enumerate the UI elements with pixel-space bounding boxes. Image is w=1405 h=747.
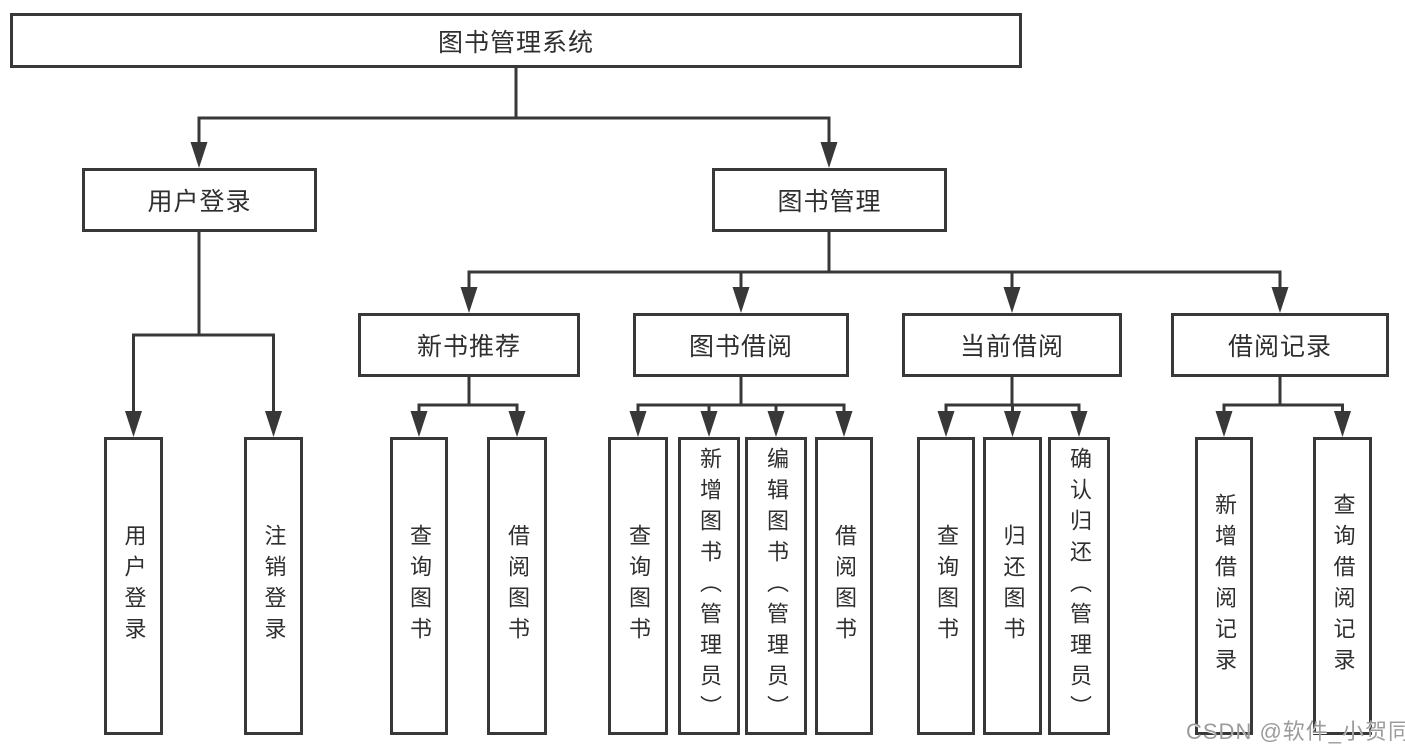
node-leaf-edit-book: 编辑图书（管理员） — [745, 437, 807, 735]
arrowhead-down-icon — [700, 411, 718, 437]
arrowhead-down-icon — [460, 287, 478, 313]
node-leaf-query-book-rec-label: 查询图书 — [407, 524, 432, 648]
node-leaf-query-book-current: 查询图书 — [917, 437, 975, 735]
node-user-login: 用户登录 — [82, 168, 317, 232]
node-leaf-user-login: 用户登录 — [104, 437, 163, 735]
arrowhead-down-icon — [1004, 411, 1021, 437]
arrowhead-down-icon — [732, 287, 750, 313]
node-book-mgmt: 图书管理 — [712, 168, 947, 232]
node-leaf-edit-book-label: 编辑图书（管理员） — [764, 446, 789, 726]
node-leaf-borrow-book-rec: 借阅图书 — [487, 437, 547, 735]
node-borrow-records: 借阅记录 — [1171, 313, 1389, 377]
node-leaf-query-book-rec: 查询图书 — [390, 437, 448, 735]
node-root: 图书管理系统 — [10, 13, 1022, 68]
node-leaf-query-borrow-record: 查询借阅记录 — [1313, 437, 1372, 735]
node-book-borrow: 图书借阅 — [633, 313, 849, 377]
arrowhead-down-icon — [1070, 411, 1088, 437]
node-leaf-user-login-label: 用户登录 — [121, 524, 147, 648]
arrowhead-down-icon — [937, 411, 955, 437]
node-book-mgmt-label: 图书管理 — [777, 188, 882, 216]
arrowhead-down-icon — [835, 411, 853, 437]
arrowhead-down-icon — [767, 411, 785, 437]
node-leaf-confirm-return: 确认归还（管理员） — [1048, 437, 1110, 735]
node-leaf-borrow-book-rec-label: 借阅图书 — [505, 524, 530, 648]
node-leaf-query-borrow-record-label: 查询借阅记录 — [1330, 493, 1356, 679]
node-book-borrow-label: 图书借阅 — [688, 333, 793, 361]
node-leaf-add-book: 新增图书（管理员） — [678, 437, 740, 735]
node-current-borrow: 当前借阅 — [902, 313, 1122, 377]
node-leaf-query-book-borrow-label: 查询图书 — [626, 524, 651, 648]
arrowhead-down-icon — [1334, 411, 1351, 437]
node-leaf-logout-login: 注销登录 — [244, 437, 303, 735]
node-new-book-rec-label: 新书推荐 — [416, 333, 521, 361]
node-leaf-query-book-current-label: 查询图书 — [934, 524, 959, 648]
arrowhead-down-icon — [410, 411, 428, 437]
node-root-label: 图书管理系统 — [437, 28, 594, 57]
node-leaf-logout-login-label: 注销登录 — [261, 524, 287, 648]
node-user-login-label: 用户登录 — [147, 188, 252, 216]
node-borrow-records-label: 借阅记录 — [1227, 333, 1332, 361]
node-leaf-confirm-return-label: 确认归还（管理员） — [1067, 446, 1092, 726]
arrowhead-down-icon — [508, 411, 526, 437]
arrowhead-down-icon — [629, 411, 647, 437]
arrowhead-down-icon — [1003, 287, 1021, 313]
arrowhead-down-icon — [190, 142, 208, 168]
node-leaf-borrow-book-label: 借阅图书 — [832, 524, 857, 648]
node-leaf-borrow-book: 借阅图书 — [815, 437, 873, 735]
node-leaf-return-book-label: 归还图书 — [1000, 524, 1026, 648]
node-leaf-return-book: 归还图书 — [983, 437, 1042, 735]
node-leaf-add-borrow-record: 新增借阅记录 — [1195, 437, 1253, 735]
node-leaf-add-borrow-record-label: 新增借阅记录 — [1212, 493, 1237, 679]
node-new-book-rec: 新书推荐 — [358, 313, 580, 377]
node-leaf-query-book-borrow: 查询图书 — [608, 437, 668, 735]
arrowhead-down-icon — [1215, 411, 1233, 437]
arrowhead-down-icon — [1271, 287, 1289, 313]
node-leaf-add-book-label: 新增图书（管理员） — [697, 446, 722, 726]
arrowhead-down-icon — [820, 142, 838, 168]
node-current-borrow-label: 当前借阅 — [959, 333, 1064, 361]
arrowhead-down-icon — [125, 411, 142, 437]
arrowhead-down-icon — [265, 411, 282, 437]
watermark: CSDN @软件_小贺同学 — [1186, 719, 1405, 744]
